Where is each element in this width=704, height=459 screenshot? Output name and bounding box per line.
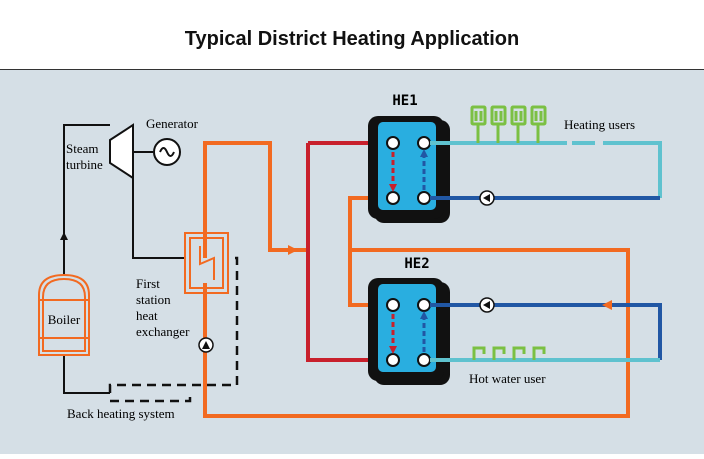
generator-icon [133,138,181,166]
he1-label: HE1 [392,93,417,109]
return-flow-arrow [602,300,612,310]
first-station-label-line1: First [136,276,160,291]
back-heating-loop [108,256,239,393]
first-station-label-line4: exchanger [136,324,190,339]
back-heating-label: Back heating system [67,406,175,421]
heat-exchanger-he2 [368,278,450,385]
steam-flow-arrow [60,232,68,240]
boiler-return-pipe [63,355,110,394]
heating-users-label: Heating users [564,117,635,132]
turbine-exhaust-pipe [132,178,185,259]
heating-user-radiators [470,105,547,143]
orange-flow-arrow [288,245,298,255]
heat-exchanger-he1 [368,116,450,223]
hot-water-loop [430,303,662,362]
steam-circuit [63,124,185,394]
title-bar: Typical District Heating Application [0,0,704,70]
steam-pipe-to-turbine [63,124,110,275]
he2-label: HE2 [404,256,429,272]
steam-turbine-label-line2: turbine [66,157,103,172]
steam-turbine-label-line1: Steam [66,141,99,156]
boiler-icon [38,273,90,356]
first-station-label-line3: heat [136,308,158,323]
hot-water-taps [472,346,546,360]
he1-circulation-pump-icon [479,190,495,206]
first-station-label-line2: station [136,292,171,307]
back-heating-lower [110,393,192,403]
heating-users-loop [430,141,662,200]
diagram-canvas: HE1 HE2 [0,70,704,454]
district-heating-diagram: HE1 HE2 [38,93,662,421]
page-title: Typical District Heating Application [184,28,520,50]
hot-water-user-label: Hot water user [469,371,546,386]
first-station-pump-icon [198,337,214,353]
generator-label: Generator [146,116,199,131]
first-station-exchanger-icon [184,232,229,294]
boiler-label: Boiler [48,312,81,327]
he2-circulation-pump-icon [479,297,495,313]
steam-turbine-icon [109,123,134,180]
